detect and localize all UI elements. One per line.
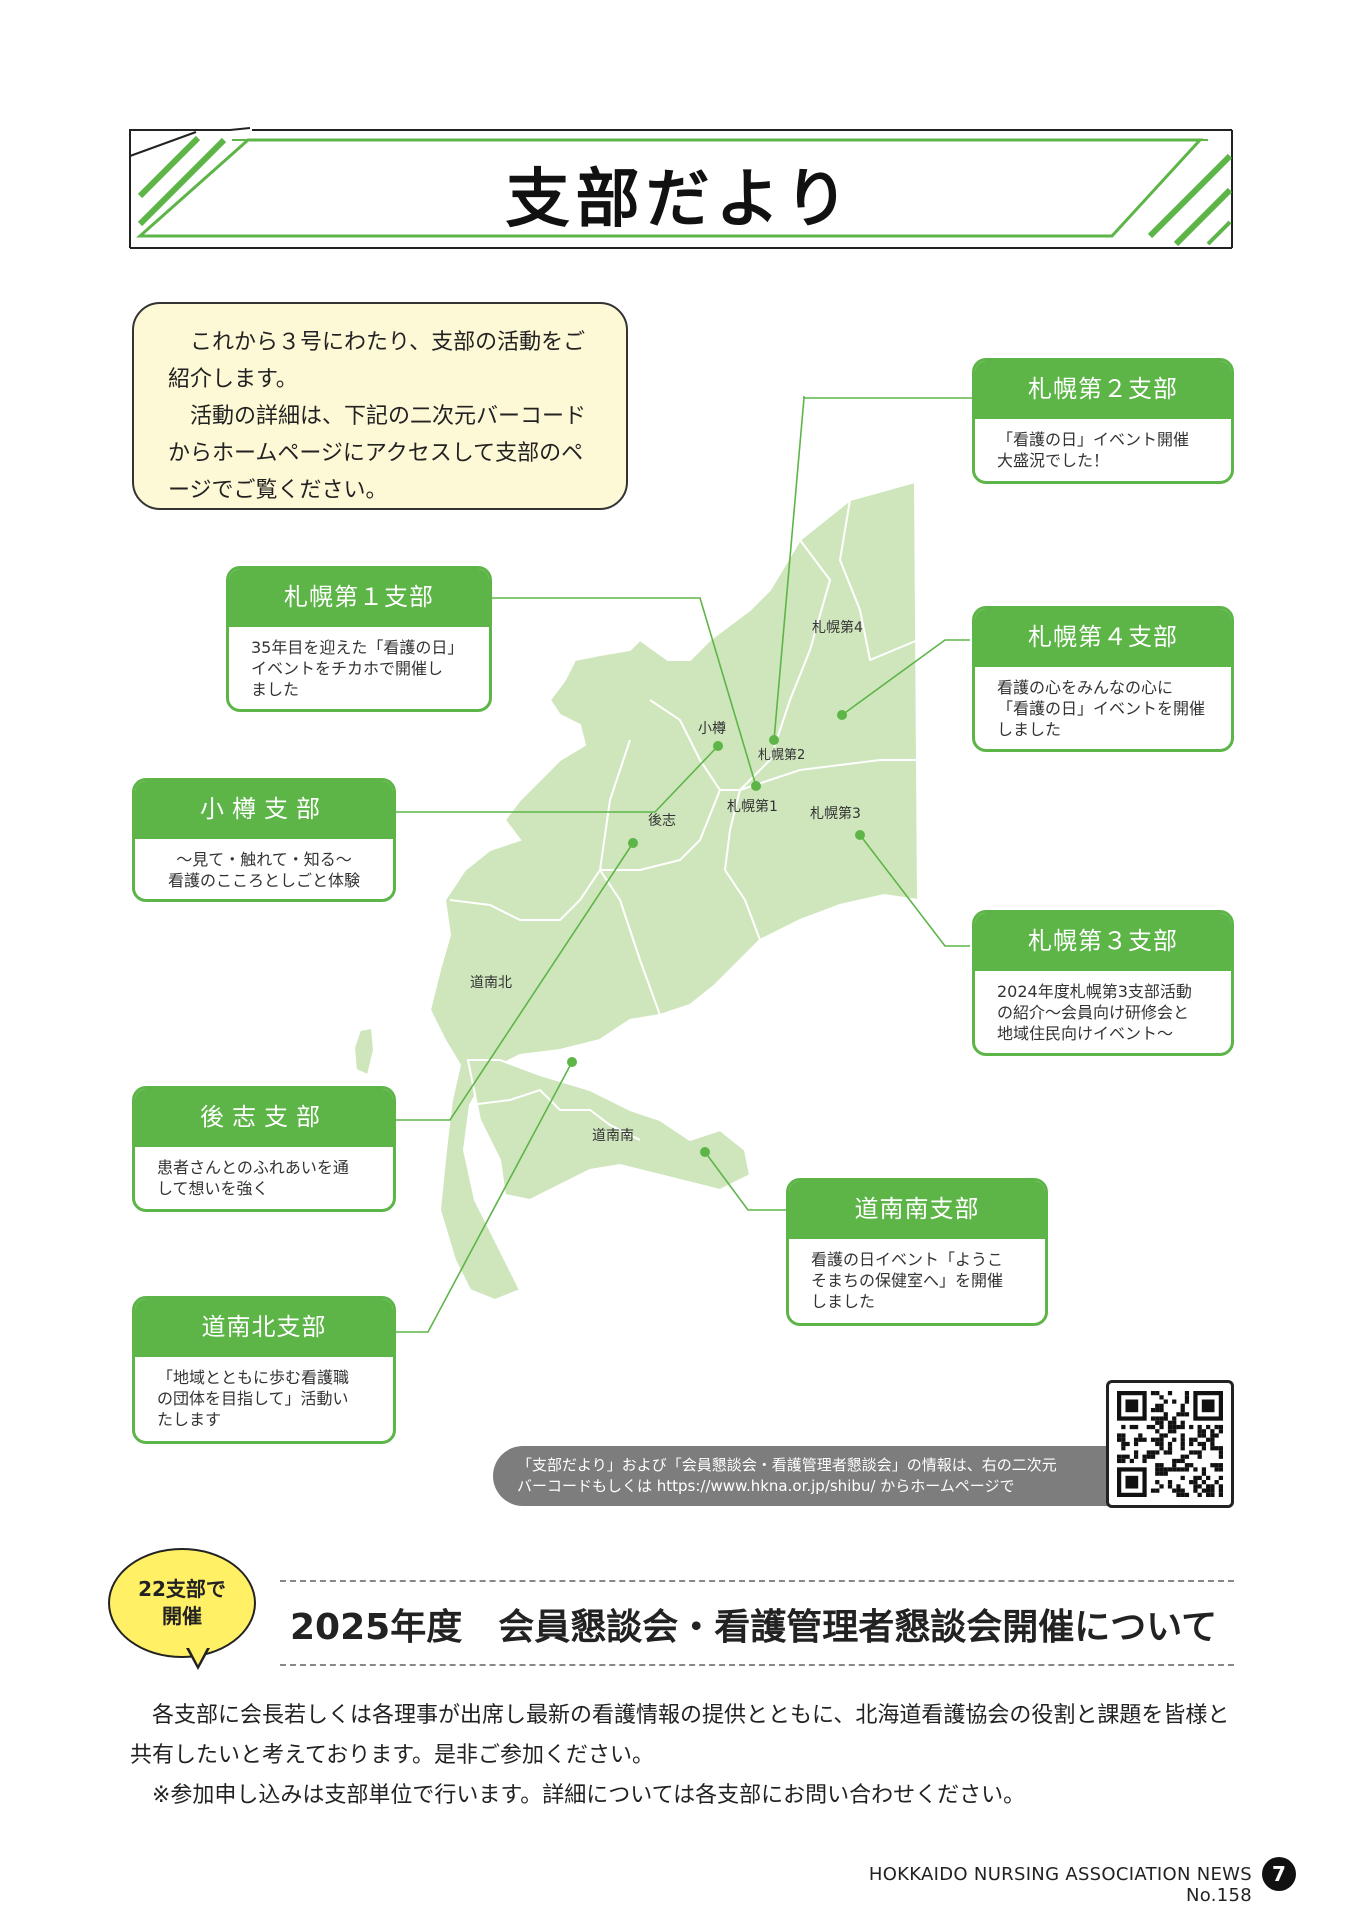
qr-code-pattern [1117,1391,1223,1497]
map-dots [567,710,865,1157]
branch-text: ～見て・触れて・知る～ 看護のこころとしごと体験 [167,850,360,890]
branch-card-sapporo2: 札幌第２支部 「看護の日」イベント開催 大盛況でした！ [972,358,1234,484]
branch-name: 札幌第２支部 [975,361,1231,419]
bubble-line-1: 22支部で [138,1577,226,1601]
map-label-sapporo4: 札幌第4 [812,620,863,636]
branch-text: 35年目を迎えた「看護の日」 イベントをチカホで開催し ました [251,638,464,699]
branch-text: 2024年度札幌第3支部活動 の紹介～会員向け研修会と 地域住民向けイベント～ [997,982,1192,1043]
map-label-shiribeshi: 後志 [648,813,676,829]
map-label-dounanhoku: 道南北 [470,975,512,991]
branch-text: 「看護の日」イベント開催 大盛況でした！ [997,430,1190,470]
notice-strip: 「支部だより」および「会員懇談会・看護管理者懇談会」の情報は、右の二次元 バーコ… [493,1446,1113,1506]
branch-text: 「地域とともに歩む看護職 の団体を目指して」活動い たします [157,1368,350,1429]
branch-card-sapporo1: 札幌第１支部 35年目を迎えた「看護の日」 イベントをチカホで開催し ました [226,566,492,712]
notice-line-2: バーコードもしくは https://www.hkna.or.jp/shibu/ … [517,1477,1015,1495]
branch-name: 道南北支部 [135,1299,393,1357]
intro-box: これから３号にわたり、支部の活動をご紹介します。 活動の詳細は、下記の二次元バー… [132,302,628,510]
notice-line-1: 「支部だより」および「会員懇談会・看護管理者懇談会」の情報は、右の二次元 [517,1456,1057,1474]
branch-name: 小樽支部 [135,781,393,839]
branch-card-sapporo4: 札幌第４支部 看護の心をみんなの心に 「看護の日」イベントを開催 しました [972,606,1234,752]
branch-name: 札幌第３支部 [975,913,1231,971]
branch-text: 患者さんとのふれあいを通 して想いを強く [157,1158,349,1198]
section-title: 2025年度 会員懇談会・看護管理者懇談会開催について [290,1607,1218,1648]
branch-card-dounannan: 道南南支部 看護の日イベント「ようこ そまちの保健室へ」を開催 しました [786,1178,1048,1326]
branch-name: 後志支部 [135,1089,393,1147]
map-label-sapporo3: 札幌第3 [810,806,861,822]
divider-top [280,1580,1234,1582]
branch-name: 道南南支部 [789,1181,1045,1239]
section-paragraph-1: 各支部に会長若しくは各理事が出席し最新の看護情報の提供とともに、北海道看護協会の… [130,1703,1230,1768]
map-label-otaru: 小樽 [698,721,726,737]
section-paragraph-2: ※参加申し込みは支部単位で行います。詳細については各支部にお問い合わせください。 [152,1783,1026,1808]
map-label-sapporo2: 札幌第2 [758,748,806,763]
page-title: 支部だより [505,163,855,237]
divider-bottom [280,1664,1234,1666]
bubble-tail-fill [188,1646,208,1665]
branch-name: 札幌第４支部 [975,609,1231,667]
qr-code[interactable] [1106,1380,1234,1508]
branch-card-shiribeshi: 後志支部 患者さんとのふれあいを通 して想いを強く [132,1086,396,1212]
map-label-sapporo1: 札幌第1 [727,799,778,815]
intro-line-2: 活動の詳細は、下記の二次元バーコードからホームページにアクセスして支部のページで… [168,404,587,503]
branch-card-dounanhoku: 道南北支部 「地域とともに歩む看護職 の団体を目指して」活動い たします [132,1296,396,1444]
bubble-line-2: 開催 [162,1604,202,1628]
branch-name: 札幌第１支部 [229,569,489,627]
intro-line-1: これから３号にわたり、支部の活動をご紹介します。 [168,330,586,392]
title-banner-frame [129,127,1233,249]
leader-lines [396,396,974,1333]
map-borders [449,499,919,1141]
speech-bubble: 22支部で 開催 [108,1548,256,1658]
branch-text: 看護の心をみんなの心に 「看護の日」イベントを開催 しました [997,678,1206,739]
branch-card-sapporo3: 札幌第３支部 2024年度札幌第3支部活動 の紹介～会員向け研修会と 地域住民向… [972,910,1234,1056]
page-number: 7 [1262,1857,1296,1891]
section-body: 各支部に会長若しくは各理事が出席し最新の看護情報の提供とともに、北海道看護協会の… [130,1696,1240,1816]
branch-text: 看護の日イベント「ようこ そまちの保健室へ」を開催 しました [811,1250,1004,1311]
footer-publication: HOKKAIDO NURSING ASSOCIATION NEWS No.158 [868,1864,1252,1906]
hokkaido-map [352,396,974,1333]
branch-card-otaru: 小樽支部 ～見て・触れて・知る～ 看護のこころとしごと体験 [132,778,396,902]
map-label-dounannan: 道南南 [592,1128,634,1144]
